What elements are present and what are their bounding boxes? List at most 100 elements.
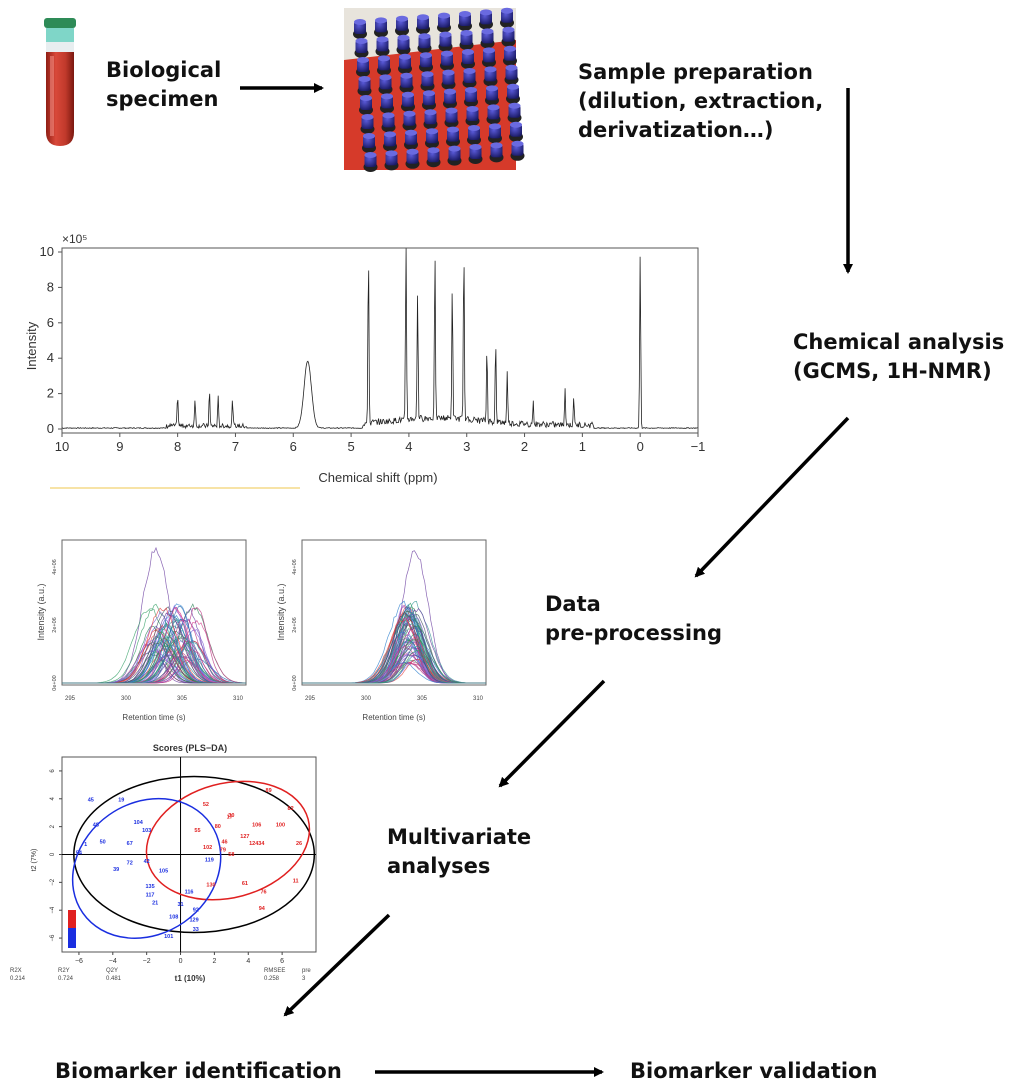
plsda-point-label: 12434 [249, 841, 265, 847]
stat-rmsee-header: RMSEE [264, 968, 285, 974]
plsda-point-label: 50 [100, 839, 106, 845]
plsda-point-label: 54 [76, 851, 83, 857]
plsda-point-label: 55 [194, 828, 200, 834]
plsda-x-tick: 4 [246, 958, 250, 965]
plsda-x-tick: −6 [75, 958, 83, 965]
plsda-point-label: 135 [145, 884, 154, 890]
stat-q2y-header: Q2Y [106, 968, 118, 974]
nmr-plot-frame [61, 247, 699, 434]
nmr-underline [50, 487, 300, 489]
plsda-point-label: 117 [146, 892, 155, 898]
plsda-point-label: 102 [203, 845, 212, 851]
nmr-x-tick: −1 [691, 439, 706, 454]
plsda-y-tick: −6 [50, 934, 56, 942]
plsda-point-label: 45 [88, 798, 94, 804]
nmr-y-tick: 8 [47, 279, 54, 294]
nmr-x-tick: 2 [521, 439, 528, 454]
plsda-y-tick: 6 [50, 769, 56, 773]
nmr-y-tick: 4 [47, 350, 54, 365]
gc-x-tick: 305 [417, 696, 428, 702]
gc-y-tick: 0e+00 [292, 675, 298, 690]
plsda-total-ellipse [73, 775, 316, 934]
stat-pre-header: pre [302, 968, 311, 974]
step-specimen-line1: Biological [106, 58, 222, 82]
plsda-x-axis-label: t1 (10%) [175, 974, 206, 983]
plsda-point-label: 11 [293, 878, 299, 884]
nmr-multiplier: ×10⁵ [62, 232, 87, 246]
nmr-y-tick: 10 [40, 244, 54, 259]
gc-x-tick: 300 [361, 696, 372, 702]
nmr-x-tick: 3 [463, 439, 470, 454]
flow-arrows [240, 83, 853, 1077]
step-preprocessing-line2: pre-processing [545, 621, 723, 645]
nmr-x-tick: 6 [290, 439, 297, 454]
plsda-y-axis-label: t2 (7%) [31, 849, 38, 872]
plsda-point-label: 61 [242, 881, 248, 887]
plsda-point-label: 67 [127, 841, 133, 847]
plsda-point-label: 17 [227, 814, 233, 820]
step-preprocessing: Data pre-processing [545, 590, 722, 648]
nmr-x-tick: 1 [579, 439, 586, 454]
step-preprocessing-line1: Data [545, 592, 601, 616]
step-specimen: Biological specimen [106, 56, 221, 114]
plsda-point-label: 108 [169, 915, 178, 921]
plsda-point-label: 100 [276, 823, 285, 829]
plsda-x-tick: 0 [179, 958, 183, 965]
plsda-legend-class1 [68, 910, 76, 928]
step-multivariate-line1: Multivariate [387, 825, 532, 849]
step-chemical-line1: Chemical analysis [793, 330, 1005, 354]
plsda-point-label: 72 [127, 860, 133, 866]
plsda-point-label: 92 [193, 908, 199, 914]
nmr-x-tick: 5 [347, 439, 354, 454]
nmr-x-tick: 0 [637, 439, 644, 454]
gc-y-tick: 2e+06 [292, 617, 298, 632]
nmr-x-tick: 4 [405, 439, 412, 454]
arrow-preprocessing-to-multivariate [498, 679, 606, 788]
plsda-y-tick: 4 [50, 796, 56, 800]
nmr-x-tick: 9 [116, 439, 123, 454]
plsda-y-tick: 2 [50, 824, 56, 828]
plsda-point-label: 116 [185, 890, 194, 896]
arrow-chemical-to-preprocessing [694, 416, 850, 578]
stat-r2x-value: 0.214 [10, 976, 26, 982]
step-biomarker-identification: Biomarker identification [55, 1057, 342, 1086]
plsda-stats: R2X 0.214 R2Y 0.724 Q2Y 0.481 RMSEE 0.25… [10, 968, 311, 982]
plsda-y-tick: 0 [50, 852, 56, 856]
nmr-y-tick: 6 [47, 315, 54, 330]
gc-x-tick: 310 [233, 696, 244, 702]
plsda-legend-class2 [68, 928, 76, 948]
plsda-point-label: 21 [152, 901, 158, 907]
nmr-x-tick: 10 [55, 439, 69, 454]
plsda-point-label: 80 [215, 824, 221, 830]
gc-x-tick: 310 [473, 696, 484, 702]
plsda-y-tick: −2 [50, 878, 56, 886]
plsda-point-label: 39 [113, 867, 119, 873]
gc-trace [302, 612, 486, 684]
nmr-y-axis-label: Intensity [24, 321, 39, 370]
plsda-point-label: 104 [134, 820, 144, 826]
plsda-point-label: 42 [144, 859, 150, 865]
biomarker-identification-label: Biomarker identification [55, 1059, 342, 1083]
plsda-point-label: 94 [259, 906, 266, 912]
gc1-y-axis-label: Intensity (a.u.) [36, 583, 46, 640]
plsda-x-tick: 2 [212, 958, 216, 965]
plsda-point-label: 26 [296, 841, 302, 847]
plsda-point-label: 31 [177, 902, 183, 908]
plsda-title: Scores (PLS−DA) [153, 743, 227, 753]
step-sample-prep-line2: (dilution, extraction, [578, 89, 824, 113]
stat-r2x-header: R2X [10, 968, 22, 974]
step-chemical-line2: (GCMS, 1H-NMR) [793, 359, 992, 383]
nmr-x-tick: 7 [232, 439, 239, 454]
stat-rmsee-value: 0.258 [264, 976, 280, 982]
plsda-point-label: 30 [228, 813, 234, 819]
plsda-point-label: 1 [84, 842, 87, 848]
gc-y-tick: 2e+06 [52, 617, 58, 632]
plsda-point-label: 103 [142, 828, 151, 834]
biomarker-validation-label: Biomarker validation [630, 1059, 878, 1083]
plsda-x-tick: 6 [280, 958, 284, 965]
step-multivariate-line2: analyses [387, 854, 491, 878]
step-chemical-analysis: Chemical analysis (GCMS, 1H-NMR) [793, 328, 1004, 386]
nmr-x-axis-label: Chemical shift (ppm) [318, 470, 437, 485]
